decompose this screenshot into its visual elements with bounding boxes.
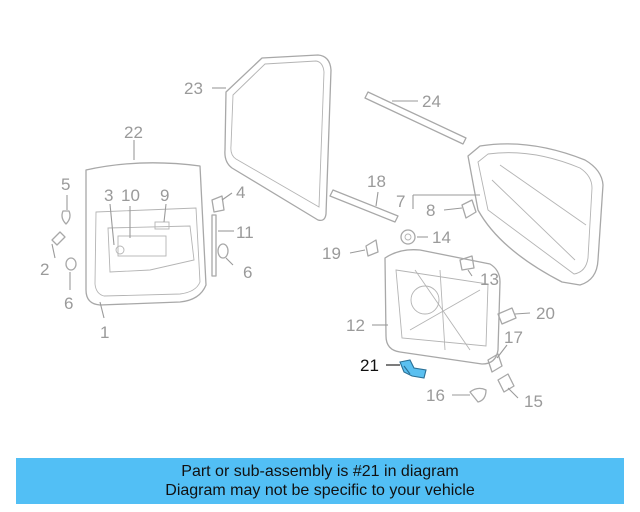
callout-2[interactable]: 2 [40, 260, 49, 279]
small-clip-5 [61, 210, 71, 225]
door-trim-panel [384, 249, 501, 365]
callout-5[interactable]: 5 [61, 175, 70, 194]
callout-3[interactable]: 3 [104, 186, 113, 205]
door-frame [467, 143, 604, 286]
parts-diagram: 23 24 22 5 3 10 9 4 11 2 6 6 1 18 7 8 14… [40, 54, 604, 411]
callout-18[interactable]: 18 [367, 172, 386, 191]
callout-22[interactable]: 22 [124, 123, 143, 142]
callout-11[interactable]: 11 [236, 223, 254, 242]
callout-12[interactable]: 12 [346, 316, 365, 335]
door-shell [85, 162, 207, 306]
caption-line-part: Part or sub-assembly is #21 in diagram [181, 463, 459, 480]
caption-line-disclaimer: Diagram may not be specific to your vehi… [165, 482, 475, 499]
clip-15 [497, 373, 515, 393]
callout-8[interactable]: 8 [426, 201, 435, 220]
highlighted-part-21[interactable] [399, 359, 427, 379]
callout-24[interactable]: 24 [422, 92, 441, 111]
small-plug-6a [65, 257, 77, 271]
callout-21[interactable]: 21 [360, 356, 379, 375]
clip-20 [497, 307, 517, 325]
callout-4[interactable]: 4 [236, 183, 245, 202]
callout-15[interactable]: 15 [524, 392, 543, 411]
glass-run-strip [364, 91, 467, 145]
channel-rail [329, 189, 399, 223]
callout-6b[interactable]: 6 [243, 263, 252, 282]
callout-23[interactable]: 23 [184, 79, 203, 98]
leader-lines [51, 87, 531, 399]
callout-10[interactable]: 10 [121, 186, 140, 205]
callout-1[interactable]: 1 [100, 323, 109, 342]
bracket-19 [365, 239, 379, 257]
callout-20[interactable]: 20 [536, 304, 555, 323]
belt-strip [211, 214, 217, 277]
callout-9[interactable]: 9 [160, 186, 169, 205]
small-clip-2 [51, 231, 66, 246]
weatherstrip-seal [224, 54, 332, 222]
callout-13[interactable]: 13 [480, 270, 499, 289]
clip-17 [487, 353, 503, 373]
callout-6a[interactable]: 6 [64, 294, 73, 313]
diagram-caption-banner: Part or sub-assembly is #21 in diagram D… [16, 458, 624, 504]
plug-16 [469, 387, 487, 403]
small-bracket-4 [211, 195, 225, 213]
grommet-14 [400, 229, 416, 245]
callout-7[interactable]: 7 [396, 192, 405, 211]
screw-13 [459, 255, 475, 271]
callout-labels: 23 24 22 5 3 10 9 4 11 2 6 6 1 18 7 8 14… [40, 79, 555, 411]
callout-16[interactable]: 16 [426, 386, 445, 405]
small-plug-6b [217, 243, 229, 259]
callout-17[interactable]: 17 [504, 328, 523, 347]
callout-14[interactable]: 14 [432, 228, 451, 247]
callout-19[interactable]: 19 [322, 244, 341, 263]
clip-8 [461, 199, 477, 219]
